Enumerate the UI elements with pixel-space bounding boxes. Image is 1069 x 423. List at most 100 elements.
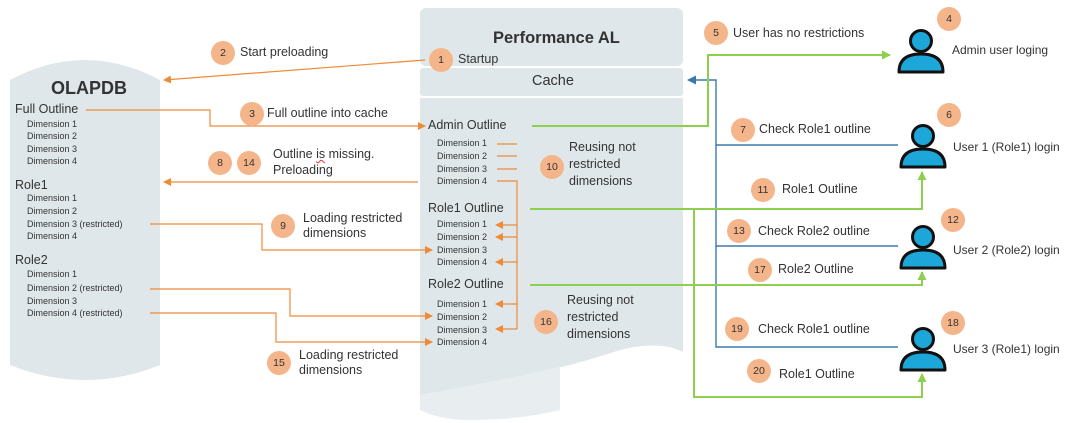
admin-dim: Dimension 3 [437,164,488,174]
user-label-user1: User 1 (Role1) login [953,140,1060,154]
label-start-preloading: Start preloading [240,45,329,59]
label-reusing: Reusing not [569,140,636,154]
olap-full-outline: Full Outline [15,102,79,116]
label-reusing: restricted [567,310,619,324]
olap-role2-dim: Dimension 3 [27,296,78,306]
role2-dim: Dimension 2 [437,312,488,322]
label-role2-outline: Role2 Outline [778,262,854,276]
label-role1-outline: Role1 Outline [782,182,858,196]
user-label-admin: Admin user loging [952,43,1049,57]
reuse-bracket [497,143,518,329]
step-badge: 11 [751,178,775,202]
admin-dim: Dimension 4 [437,176,488,186]
step-badge: 1 [429,48,453,72]
role2-dim: Dimension 1 [437,299,488,309]
step-badge: 4 [937,7,961,31]
step-badge: 9 [271,214,295,238]
olap-full-dim: Dimension 1 [27,119,78,129]
blue-check-user3 [715,246,898,348]
olap-full-dim: Dimension 3 [27,144,78,154]
user-icon [899,327,947,372]
role1-dim: Dimension 1 [437,219,488,229]
step-badge: 12 [941,208,965,232]
label-check-role1: Check Role1 outline [758,322,870,336]
step-badge: 8 [208,151,232,175]
role2-outline: Role2 Outline [428,277,504,291]
step-badge: 20 [747,359,771,383]
arrow-loading-restricted-1 [150,223,433,254]
label-loading-restricted: dimensions [299,363,363,377]
label-reusing: dimensions [569,174,633,188]
arrow-start-preloading [163,59,426,84]
startup-label: Startup [458,52,499,66]
label-role1-outline: Role1 Outline [779,367,855,381]
label-loading-restricted: Loading restricted [303,211,403,225]
role1-dim: Dimension 2 [437,232,488,242]
step-badge: 19 [725,317,749,341]
admin-dim: Dimension 1 [437,138,488,148]
admin-dim: Dimension 2 [437,151,488,161]
arrow-loading-restricted-2b [150,312,433,346]
role1-dim: Dimension 4 [437,257,488,267]
olap-role1: Role1 [15,178,48,192]
perf-title: Performance AL [493,29,620,47]
step-badge: 2 [211,41,235,65]
arrow-full-into-cache [86,109,426,130]
user-icon [899,124,947,169]
label-loading-restricted: dimensions [303,226,367,240]
green-admin [532,50,891,127]
label-loading-restricted: Loading restricted [299,348,399,362]
step-badge: 3 [240,102,264,126]
label-check-role2: Check Role2 outline [758,224,870,238]
olapdb-title: OLAPDB [51,78,127,98]
green-role1-user1 [530,171,927,210]
olap-role2-dim: Dimension 4 (restricted) [27,308,123,318]
admin-outline: Admin Outline [428,118,507,132]
role2-dim: Dimension 4 [437,337,488,347]
label-no-restrictions: User has no restrictions [733,26,865,40]
arrow-loading-restricted-2a [150,288,433,320]
label-reusing: Reusing not [567,293,634,307]
role2-dim: Dimension 3 [437,325,488,335]
olapdb-cylinder [10,60,160,380]
step-badge: 6 [937,103,961,127]
step-badge: 14 [237,151,261,175]
cache-box [420,68,683,96]
olap-role2: Role2 [15,253,48,267]
olap-role1-dim: Dimension 1 [27,193,78,203]
step-badge: 7 [731,118,755,142]
role1-outline: Role1 Outline [428,201,504,215]
step-badge: 18 [941,311,965,335]
olap-role1-dim: Dimension 4 [27,231,78,241]
step-badge: 17 [748,258,772,282]
step-badge: 10 [540,155,564,179]
perf-fade [420,366,560,420]
label-full-into-cache: Full outline into cache [267,106,388,120]
user-icon [899,225,947,270]
label-reusing: restricted [569,157,621,171]
user-label-user3: User 3 (Role1) login [953,342,1060,356]
olap-full-dim: Dimension 2 [27,131,78,141]
olap-role2-dim: Dimension 1 [27,269,78,279]
step-badge: 16 [534,310,558,334]
cache-label: Cache [532,73,574,89]
green-role2-user2 [530,271,927,286]
step-badge: 5 [704,21,728,45]
label-check-role1: Check Role1 outline [759,122,871,136]
olap-role2-dim: Dimension 2 (restricted) [27,283,123,293]
green-role1-user3 [693,209,927,398]
label-outline-missing: Outline is missing. [273,147,375,161]
perf-body [420,98,683,395]
step-badge: 15 [267,351,291,375]
olap-full-dim: Dimension 4 [27,156,78,166]
label-preloading: Preloading [273,163,333,177]
step-badge: 13 [727,219,751,243]
olap-role1-dim: Dimension 2 [27,206,78,216]
perf-title-box [420,8,683,66]
label-reusing: dimensions [567,327,631,341]
role1-dim: Dimension 3 [437,245,488,255]
olap-role1-dim: Dimension 3 (restricted) [27,219,123,229]
user-label-user2: User 2 (Role2) login [953,243,1060,257]
user-icon [897,29,945,74]
